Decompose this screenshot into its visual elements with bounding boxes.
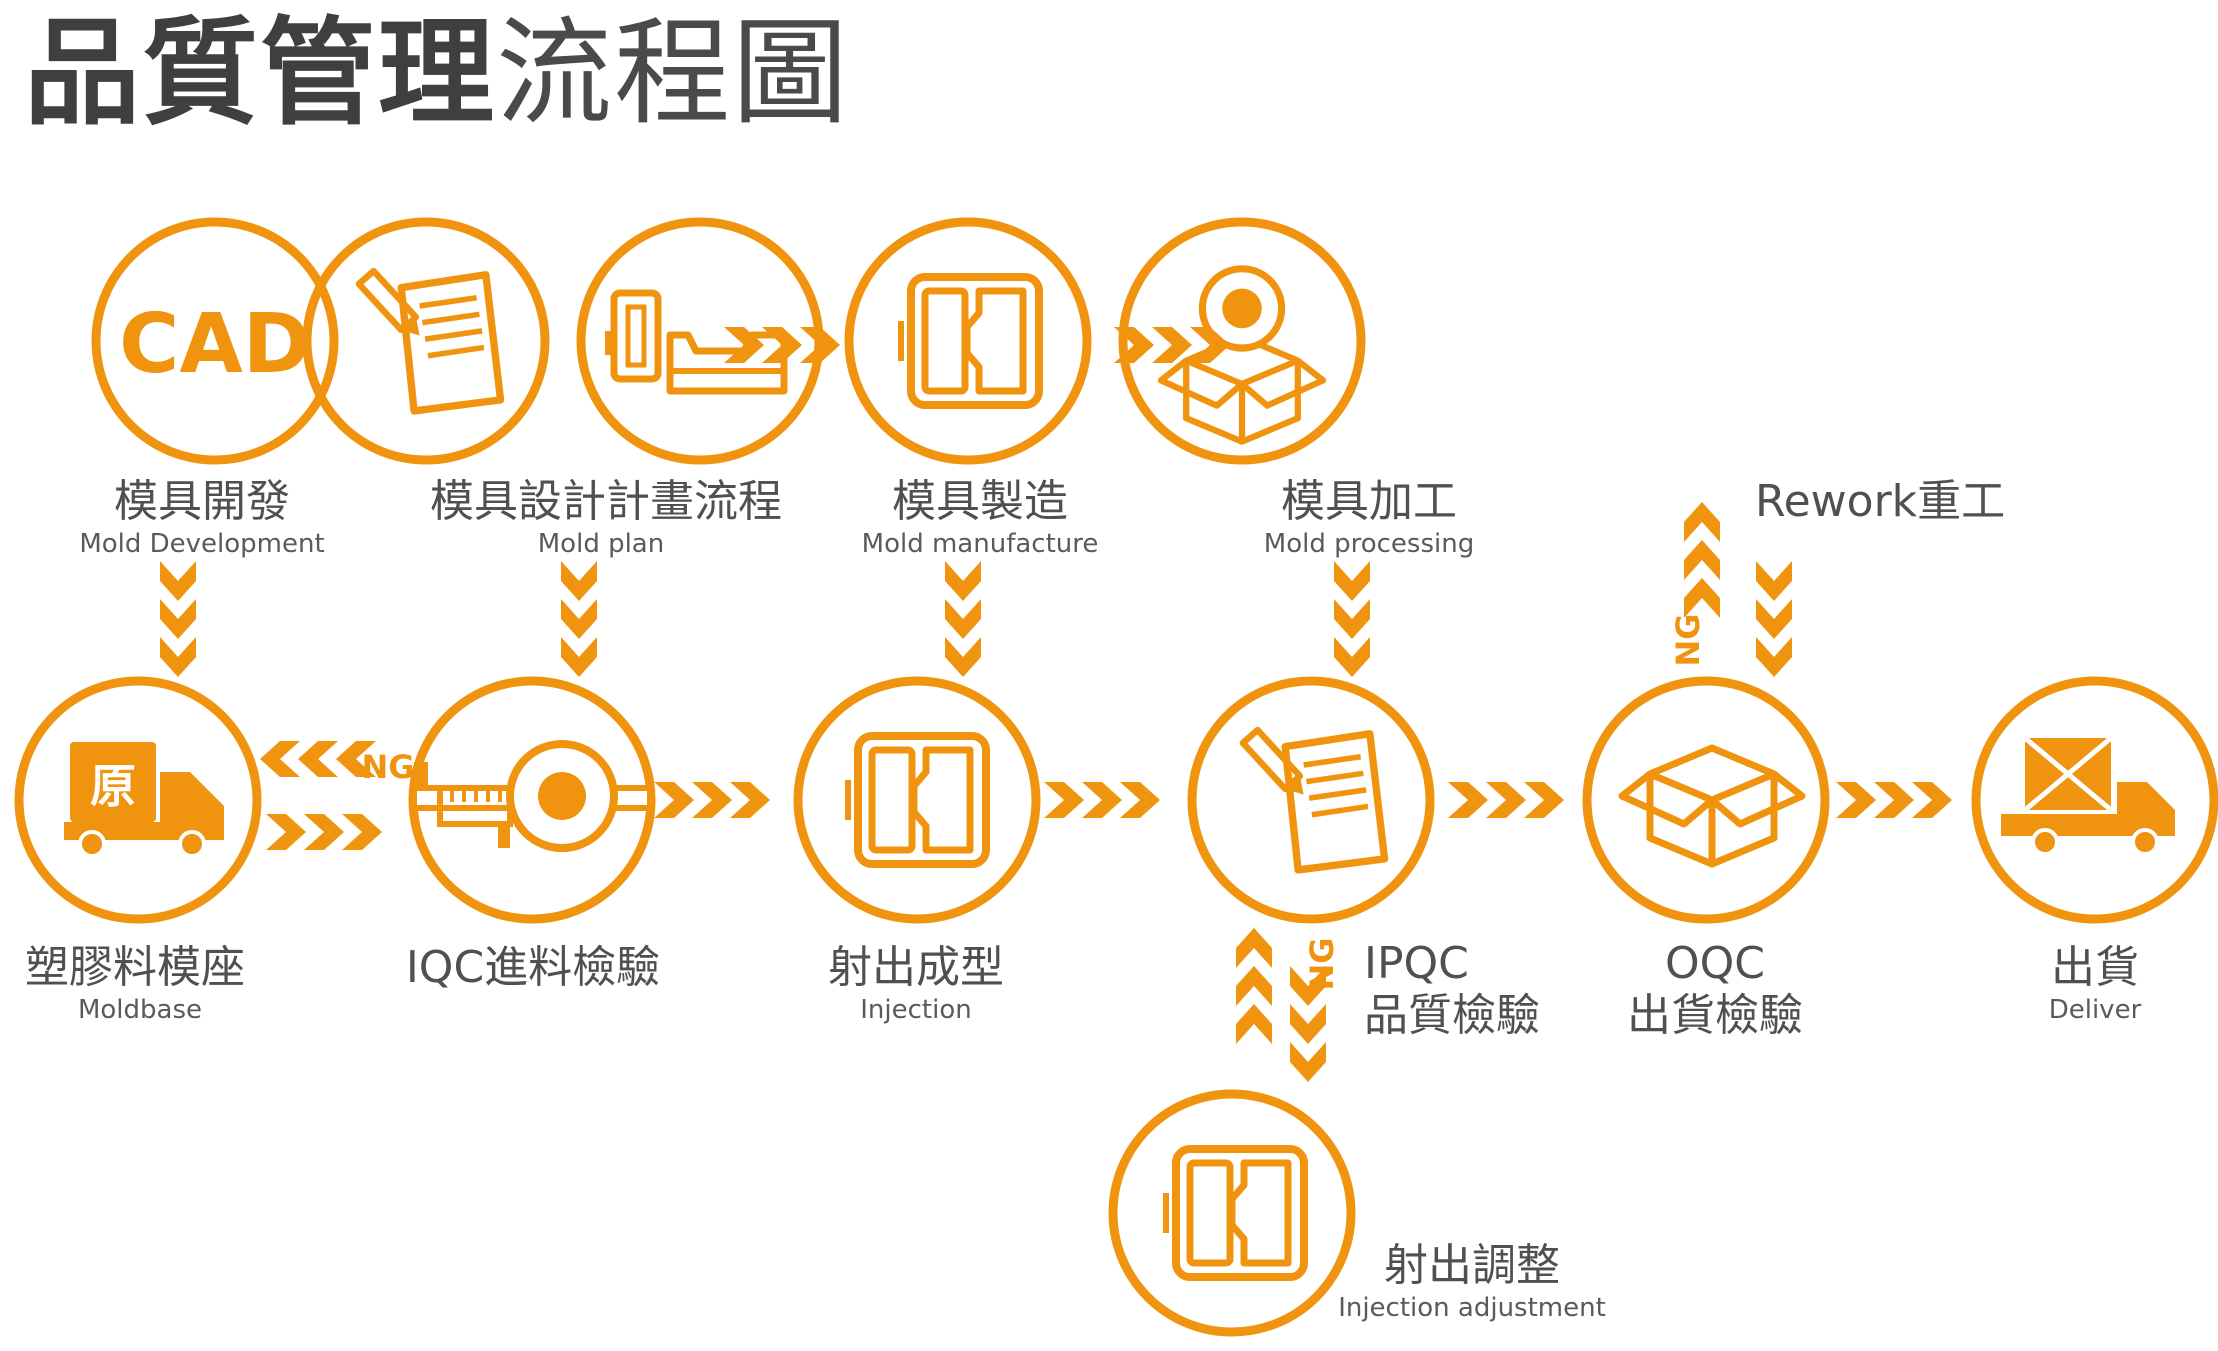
arrow-right bbox=[266, 814, 382, 850]
circle-mold-development bbox=[91, 217, 339, 465]
box-magnifier-icon bbox=[1161, 265, 1323, 442]
cad-text-icon: CAD bbox=[119, 297, 311, 392]
circle-injection bbox=[793, 676, 1041, 924]
circle-moldbase bbox=[14, 676, 262, 924]
label-zh: 射出調整 bbox=[1384, 1240, 1560, 1291]
label-zh: 模具加工 bbox=[1281, 476, 1457, 527]
arrow-up bbox=[1684, 502, 1720, 618]
page-title: 品質管理流程圖 bbox=[24, 4, 850, 144]
label-zh: 模具製造 bbox=[892, 476, 1068, 527]
document-pen-icon bbox=[359, 271, 501, 411]
label-zh: 出貨 bbox=[2051, 942, 2139, 993]
label-zh: IPQC bbox=[1364, 938, 1469, 989]
title-light: 流程圖 bbox=[496, 6, 850, 141]
circle-oqc bbox=[1582, 676, 1830, 924]
arrow-left bbox=[260, 741, 376, 777]
svg-text:原: 原 bbox=[90, 759, 136, 813]
ng-label-ipqc: NG bbox=[1303, 937, 1341, 990]
label-en: Deliver bbox=[2049, 995, 2142, 1025]
node-labels: 模具開發 Mold Development 模具設計計畫流程 Mold plan… bbox=[25, 476, 2142, 1323]
delivery-truck-icon bbox=[2001, 736, 2175, 856]
ng-label-iqc: NG bbox=[361, 748, 414, 786]
label-en: Injection adjustment bbox=[1338, 1293, 1606, 1323]
ng-label-oqc: NG bbox=[1669, 613, 1707, 666]
label-en: Mold Development bbox=[79, 529, 324, 559]
mold-icon bbox=[1166, 1149, 1304, 1277]
arrow-right bbox=[1448, 782, 1564, 818]
label-en: Mold manufacture bbox=[862, 529, 1099, 559]
arrow-up bbox=[1236, 928, 1272, 1044]
arrow-right bbox=[1836, 782, 1952, 818]
title-bold: 品質管理 bbox=[24, 6, 496, 141]
open-box-icon bbox=[1622, 748, 1802, 864]
label-en: Mold processing bbox=[1264, 529, 1474, 559]
circle-rework bbox=[1118, 217, 1366, 465]
circle-mold-plan bbox=[302, 217, 550, 465]
arrow-right bbox=[1044, 782, 1160, 818]
mold-icon bbox=[901, 277, 1039, 405]
arrow-right bbox=[1114, 327, 1230, 363]
label-zh: OQC bbox=[1665, 938, 1765, 989]
label-zh: 塑膠料模座 bbox=[25, 942, 245, 993]
arrow-down bbox=[160, 561, 196, 677]
mold-icon bbox=[848, 736, 986, 864]
truck-icon: 原 bbox=[64, 742, 224, 858]
circle-ipqc bbox=[1187, 676, 1435, 924]
label-zh: 出貨檢驗 bbox=[1627, 990, 1803, 1041]
circle-mold-processing bbox=[844, 217, 1092, 465]
label-zh: Rework重工 bbox=[1755, 476, 2005, 527]
label-zh: IQC進料檢驗 bbox=[406, 942, 660, 993]
document-pen-icon bbox=[1243, 730, 1385, 870]
circle-injection-adjustment bbox=[1108, 1089, 1356, 1337]
arrow-down bbox=[561, 561, 597, 677]
circle-deliver bbox=[1971, 676, 2218, 924]
node-circles bbox=[14, 217, 2218, 1337]
label-zh: 品質檢驗 bbox=[1364, 990, 1540, 1041]
label-en: Mold plan bbox=[538, 529, 664, 559]
label-zh: 射出成型 bbox=[828, 942, 1004, 993]
label-zh: 模具開發 bbox=[114, 476, 290, 527]
label-zh: 模具設計計畫流程 bbox=[430, 476, 782, 527]
caliper-icon bbox=[411, 740, 653, 852]
arrow-down bbox=[1334, 561, 1370, 677]
arrow-down bbox=[1756, 561, 1792, 677]
label-en: Injection bbox=[860, 995, 971, 1025]
arrow-right bbox=[724, 327, 840, 363]
label-en: Moldbase bbox=[78, 995, 202, 1025]
arrow-right bbox=[654, 782, 770, 818]
arrow-down bbox=[945, 561, 981, 677]
